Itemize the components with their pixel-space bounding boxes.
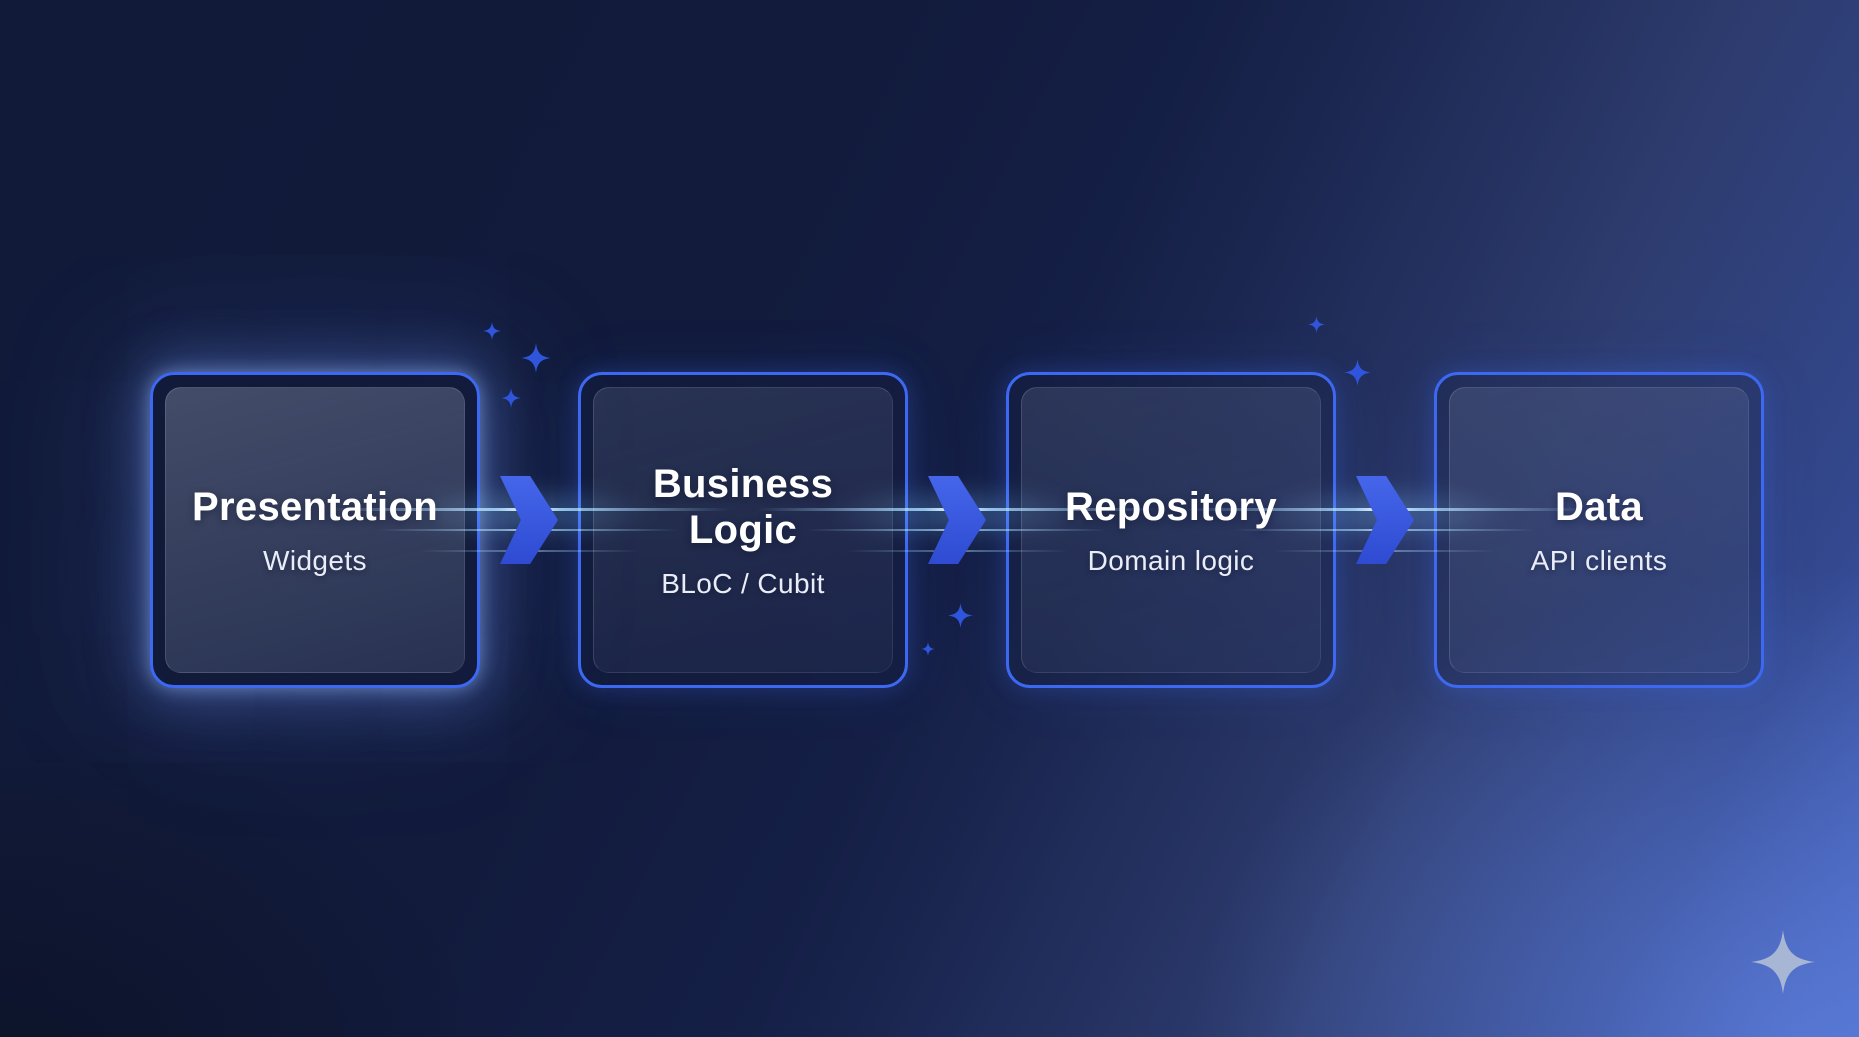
chevron-arrow-icon bbox=[500, 476, 558, 564]
sparkle-icon bbox=[483, 322, 501, 340]
sparkle-icon bbox=[1751, 930, 1815, 994]
layer-box-panel: Presentation Widgets bbox=[165, 387, 465, 673]
chevron-arrow-icon bbox=[1356, 476, 1414, 564]
layer-subtitle: BLoC / Cubit bbox=[661, 567, 825, 599]
sparkle-icon bbox=[1344, 359, 1371, 386]
sparkle-icon bbox=[948, 603, 973, 628]
layer-box-panel: Business Logic BLoC / Cubit bbox=[593, 387, 893, 673]
layer-box-business-logic: Business Logic BLoC / Cubit bbox=[578, 372, 908, 688]
layer-title: Business Logic bbox=[652, 461, 834, 552]
layer-box-panel: Data API clients bbox=[1449, 387, 1749, 673]
layer-box-data: Data API clients bbox=[1434, 372, 1764, 688]
layer-subtitle: API clients bbox=[1530, 544, 1668, 576]
layer-subtitle: Widgets bbox=[263, 544, 367, 576]
sparkle-icon bbox=[921, 642, 935, 656]
sparkle-icon bbox=[1308, 316, 1325, 333]
sparkle-icon bbox=[501, 388, 521, 408]
layer-title: Repository bbox=[1065, 484, 1277, 529]
layer-subtitle: Domain logic bbox=[1087, 544, 1255, 576]
layer-box-repository: Repository Domain logic bbox=[1006, 372, 1336, 688]
sparkle-icon bbox=[521, 343, 551, 373]
layer-title: Data bbox=[1555, 484, 1643, 529]
layer-box-panel: Repository Domain logic bbox=[1021, 387, 1321, 673]
chevron-arrow-icon bbox=[928, 476, 986, 564]
layer-box-presentation: Presentation Widgets bbox=[150, 372, 480, 688]
layer-title: Presentation bbox=[192, 484, 438, 529]
